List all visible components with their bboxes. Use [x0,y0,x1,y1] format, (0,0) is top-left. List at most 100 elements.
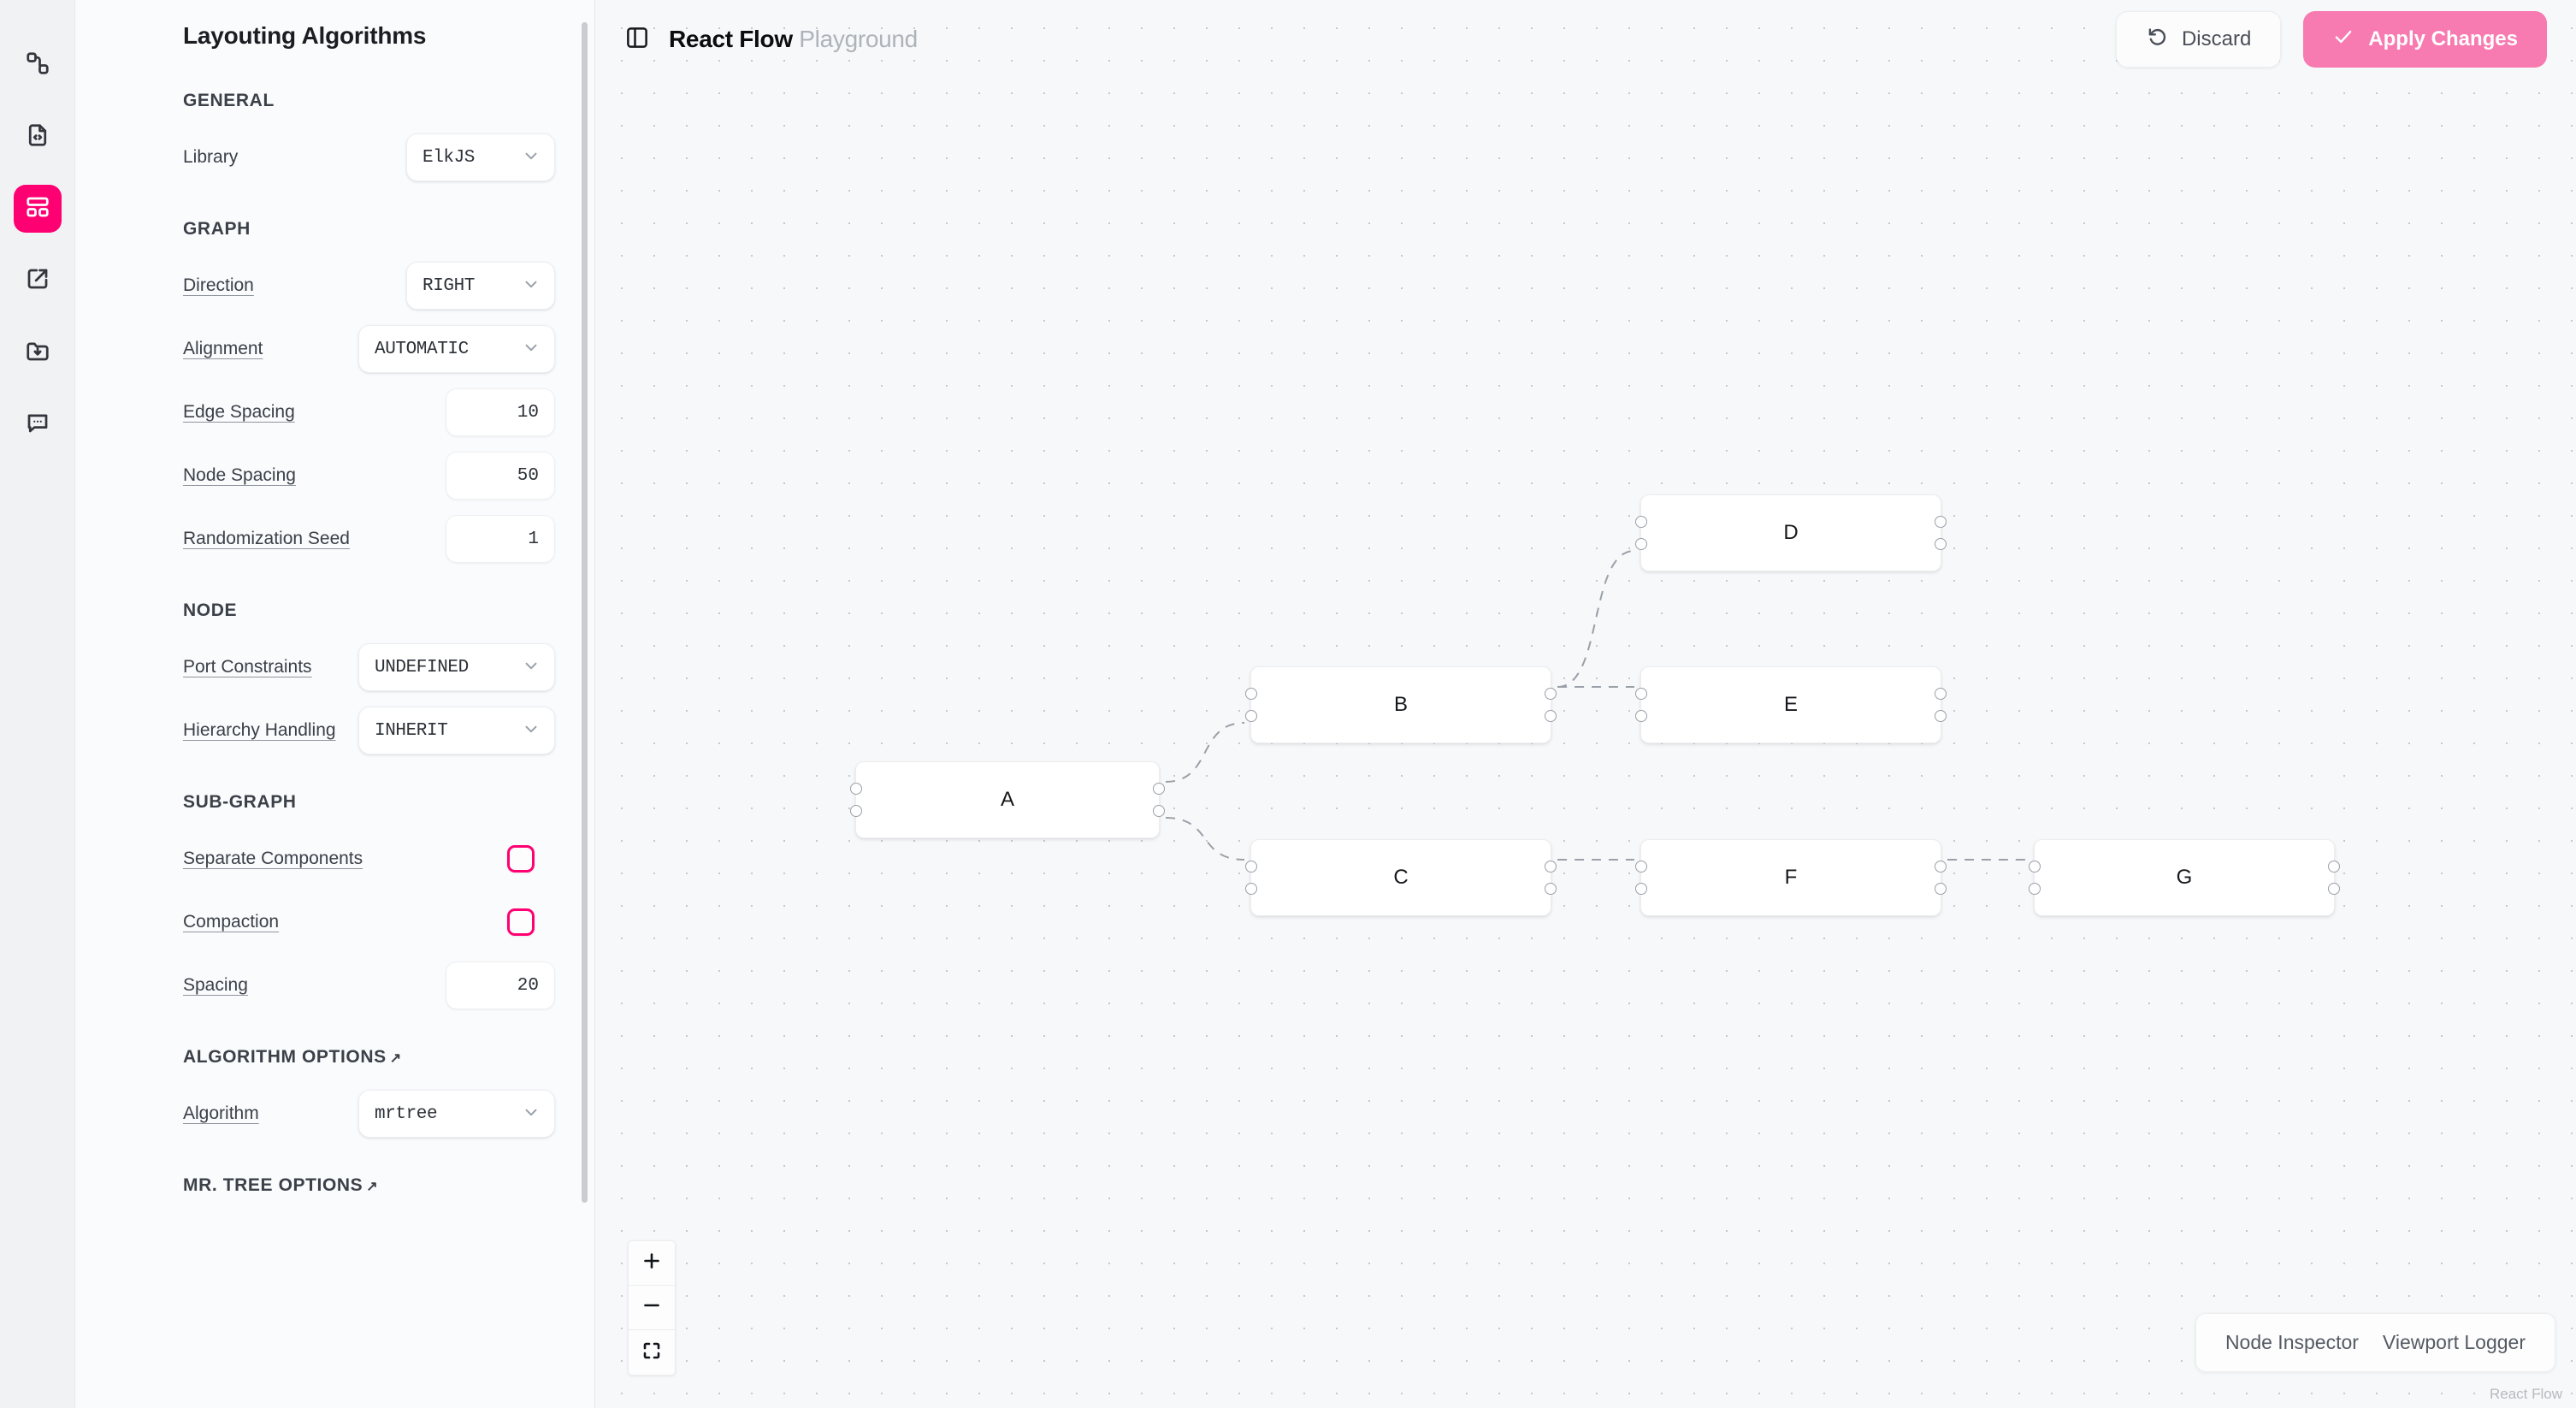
select-hierarchy-handling[interactable]: INHERIT [358,707,555,754]
devtool-node-inspector[interactable]: Node Inspector [2224,1331,2359,1353]
select-port-constraints[interactable]: UNDEFINED [358,643,555,691]
select-library[interactable]: ElkJS [406,133,555,181]
select-value-algorithm: mrtree [375,1103,438,1124]
node-handle-right-bottom-icon[interactable] [1935,538,1947,550]
node-handle-right-bottom-icon[interactable] [1153,805,1165,817]
node-handle-left-bottom-icon[interactable] [1635,538,1647,550]
fit-view-button[interactable] [629,1330,675,1375]
sidebar-item-nodes[interactable] [14,41,62,89]
flow-node-b[interactable]: B [1245,666,1557,743]
check-icon [2332,26,2354,54]
node-handle-left-bottom-icon[interactable] [1245,710,1257,722]
apply-changes-button[interactable]: Apply Changes [2303,11,2547,68]
chevron-down-icon [522,275,541,298]
number-input-randomization-seed[interactable]: 1 [446,515,555,563]
viewport-controls [628,1240,676,1375]
sidebar-item-code[interactable] [14,113,62,161]
flow-node-e[interactable]: E [1635,666,1947,743]
undo-icon [2146,26,2168,54]
setting-label-compaction: Compaction [183,912,280,932]
panel-scrollbar[interactable] [582,22,588,1203]
brand-name: React Flow [669,26,793,52]
sidebar-item-open-external[interactable] [14,257,62,305]
node-handle-left-top-icon[interactable] [1635,516,1647,528]
section-heading-mr-tree-options[interactable]: MR. TREE OPTIONS↗ [183,1175,555,1196]
select-alignment[interactable]: AUTOMATIC [358,325,555,373]
select-direction[interactable]: RIGHT [406,262,555,310]
node-handle-left-bottom-icon[interactable] [1245,883,1257,895]
apply-label: Apply Changes [2368,27,2518,50]
icon-rail [0,0,75,1408]
node-handle-left-top-icon[interactable] [1635,861,1647,873]
node-handle-right-bottom-icon[interactable] [1935,883,1947,895]
flow-node-g[interactable]: G [2029,839,2340,916]
flow-canvas[interactable]: React Flow Playground Discard Apply Chan… [595,0,2576,1408]
select-value-library: ElkJS [422,147,476,168]
zoom-out-button[interactable] [629,1286,675,1330]
sidebar-item-feedback[interactable] [14,400,62,448]
discard-button[interactable]: Discard [2115,11,2282,68]
node-handle-left-top-icon[interactable] [2029,861,2041,873]
node-handle-right-top-icon[interactable] [1935,861,1947,873]
node-handle-left-bottom-icon[interactable] [850,805,862,817]
devtool-viewport-logger[interactable]: Viewport Logger [2382,1331,2526,1353]
node-handle-left-top-icon[interactable] [850,783,862,795]
brand-suffix: Playground [799,26,918,52]
flow-node-a[interactable]: A [850,761,1165,838]
select-algorithm[interactable]: mrtree [358,1090,555,1138]
brand-title: React Flow Playground [669,26,918,53]
flow-node-f[interactable]: F [1635,839,1947,916]
top-bar: React Flow Playground Discard Apply Chan… [595,0,2576,79]
section-heading-label: SUB-GRAPH [183,792,297,812]
minus-icon [641,1295,662,1320]
select-value-direction: RIGHT [422,275,476,296]
number-value-edge-spacing: 10 [517,402,539,423]
node-handle-left-bottom-icon[interactable] [1635,883,1647,895]
node-handle-left-top-icon[interactable] [1245,688,1257,700]
layout-panels-icon [25,194,50,224]
zoom-in-button[interactable] [629,1241,675,1286]
number-input-node-spacing[interactable]: 50 [446,452,555,500]
node-handle-left-top-icon[interactable] [1635,688,1647,700]
number-input-edge-spacing[interactable]: 10 [446,388,555,436]
node-handle-right-top-icon[interactable] [1545,688,1557,700]
node-handle-right-top-icon[interactable] [1545,861,1557,873]
number-input-spacing[interactable]: 20 [446,961,555,1009]
sidebar-item-download[interactable] [14,328,62,376]
node-handle-right-bottom-icon[interactable] [2328,883,2340,895]
chevron-down-icon [522,656,541,679]
section-heading-algorithm-options[interactable]: ALGORITHM OPTIONS↗ [183,1047,555,1068]
node-handle-left-bottom-icon[interactable] [2029,883,2041,895]
attribution-label[interactable]: React Flow [2489,1386,2562,1402]
page-title: Layouting Algorithms [183,22,427,49]
flow-edge-a-b[interactable] [1165,722,1245,783]
node-handle-right-top-icon[interactable] [1935,688,1947,700]
flow-node-label: G [2176,866,2193,889]
setting-label-alignment: Alignment [183,339,263,358]
checkbox-separate-components[interactable] [507,845,535,873]
flow-viewport[interactable]: A B C D E F G [595,0,2576,1408]
external-link-arrow-icon: ↗ [389,1051,402,1066]
node-handle-right-bottom-icon[interactable] [1935,710,1947,722]
setting-label-direction: Direction [183,275,254,295]
panel-left-icon[interactable] [624,25,650,55]
flow-node-c[interactable]: C [1245,839,1557,916]
node-handle-right-bottom-icon[interactable] [1545,883,1557,895]
node-handle-right-top-icon[interactable] [2328,861,2340,873]
sidebar-item-layout[interactable] [13,185,62,233]
node-handle-left-top-icon[interactable] [1245,861,1257,873]
node-handle-left-bottom-icon[interactable] [1635,710,1647,722]
flow-edge-a-c[interactable] [1165,817,1245,861]
setting-label-algorithm: Algorithm [183,1103,259,1123]
node-handle-right-top-icon[interactable] [1153,783,1165,795]
section-heading-label: GENERAL [183,91,275,110]
checkbox-compaction[interactable] [507,908,535,936]
flow-edge-b-d[interactable] [1557,550,1635,688]
flow-node-d[interactable]: D [1635,494,1947,571]
node-handle-right-top-icon[interactable] [1935,516,1947,528]
node-handle-right-bottom-icon[interactable] [1545,710,1557,722]
